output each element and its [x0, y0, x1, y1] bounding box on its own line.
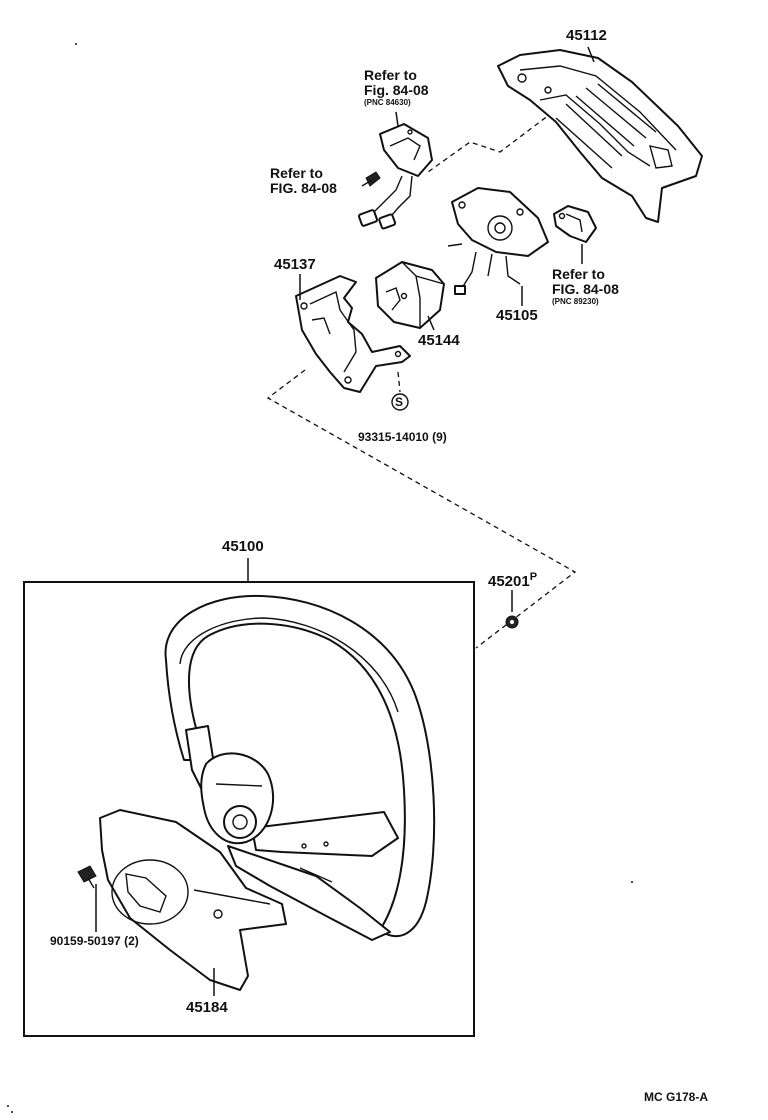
reference-note-2-line1: Refer to	[270, 165, 323, 181]
pad-cover-45112	[497, 49, 703, 223]
screw-symbol	[391, 393, 409, 411]
leader-ref1	[395, 111, 399, 127]
assembly-frame-45100	[23, 581, 475, 1037]
part-label-45100: 45100	[222, 538, 264, 555]
part-label-45201-number: 45201	[488, 573, 530, 590]
back-cover-45184	[99, 809, 287, 991]
reference-note-3-line2: FIG. 84-08	[552, 281, 619, 297]
stray-marks	[7, 43, 633, 1113]
horn-contact-assembly	[357, 123, 433, 230]
reference-note-1: Refer to Fig. 84-08 (PNC 84630)	[364, 67, 429, 108]
reference-note-2-line2: FIG. 84-08	[270, 180, 337, 196]
part-label-45201-suffix: P	[529, 571, 538, 583]
nut-45201	[505, 615, 519, 629]
part-label-45201: 45201P	[488, 571, 537, 590]
leader-45112	[587, 46, 595, 63]
part-label-90159: 90159-50197 (2)	[50, 934, 139, 948]
part-label-45137: 45137	[274, 256, 316, 273]
horn-switch-part	[553, 205, 597, 243]
part-label-45112: 45112	[566, 27, 607, 44]
part-label-93315: 93315-14010 (9)	[358, 430, 447, 444]
reference-note-1-line2: Fig. 84-08	[364, 82, 429, 98]
reference-note-1-pnc: (PNC 84630)	[364, 98, 411, 107]
screw-90159	[77, 865, 97, 889]
dashed-guide-lines	[266, 111, 577, 649]
part-label-45184: 45184	[186, 999, 228, 1016]
leader-45144	[427, 315, 435, 331]
reference-note-3: Refer to FIG. 84-08 (PNC 89230)	[552, 266, 619, 307]
horn-plate-45105	[447, 187, 549, 295]
reference-note-3-pnc: (PNC 89230)	[552, 297, 599, 306]
part-label-45105: 45105	[496, 307, 538, 324]
screw-84-08	[361, 171, 381, 187]
cam-45144	[375, 261, 445, 329]
reference-note-3-line1: Refer to	[552, 266, 605, 282]
reference-note-2: Refer to FIG. 84-08	[270, 166, 337, 196]
screw-symbol-mark: S	[395, 395, 404, 409]
steering-wheel	[164, 594, 436, 941]
part-label-45144: 45144	[418, 332, 460, 349]
bracket-45137	[295, 275, 411, 393]
reference-note-1-line1: Refer to	[364, 67, 417, 83]
figure-code: MC G178-A	[644, 1090, 709, 1104]
